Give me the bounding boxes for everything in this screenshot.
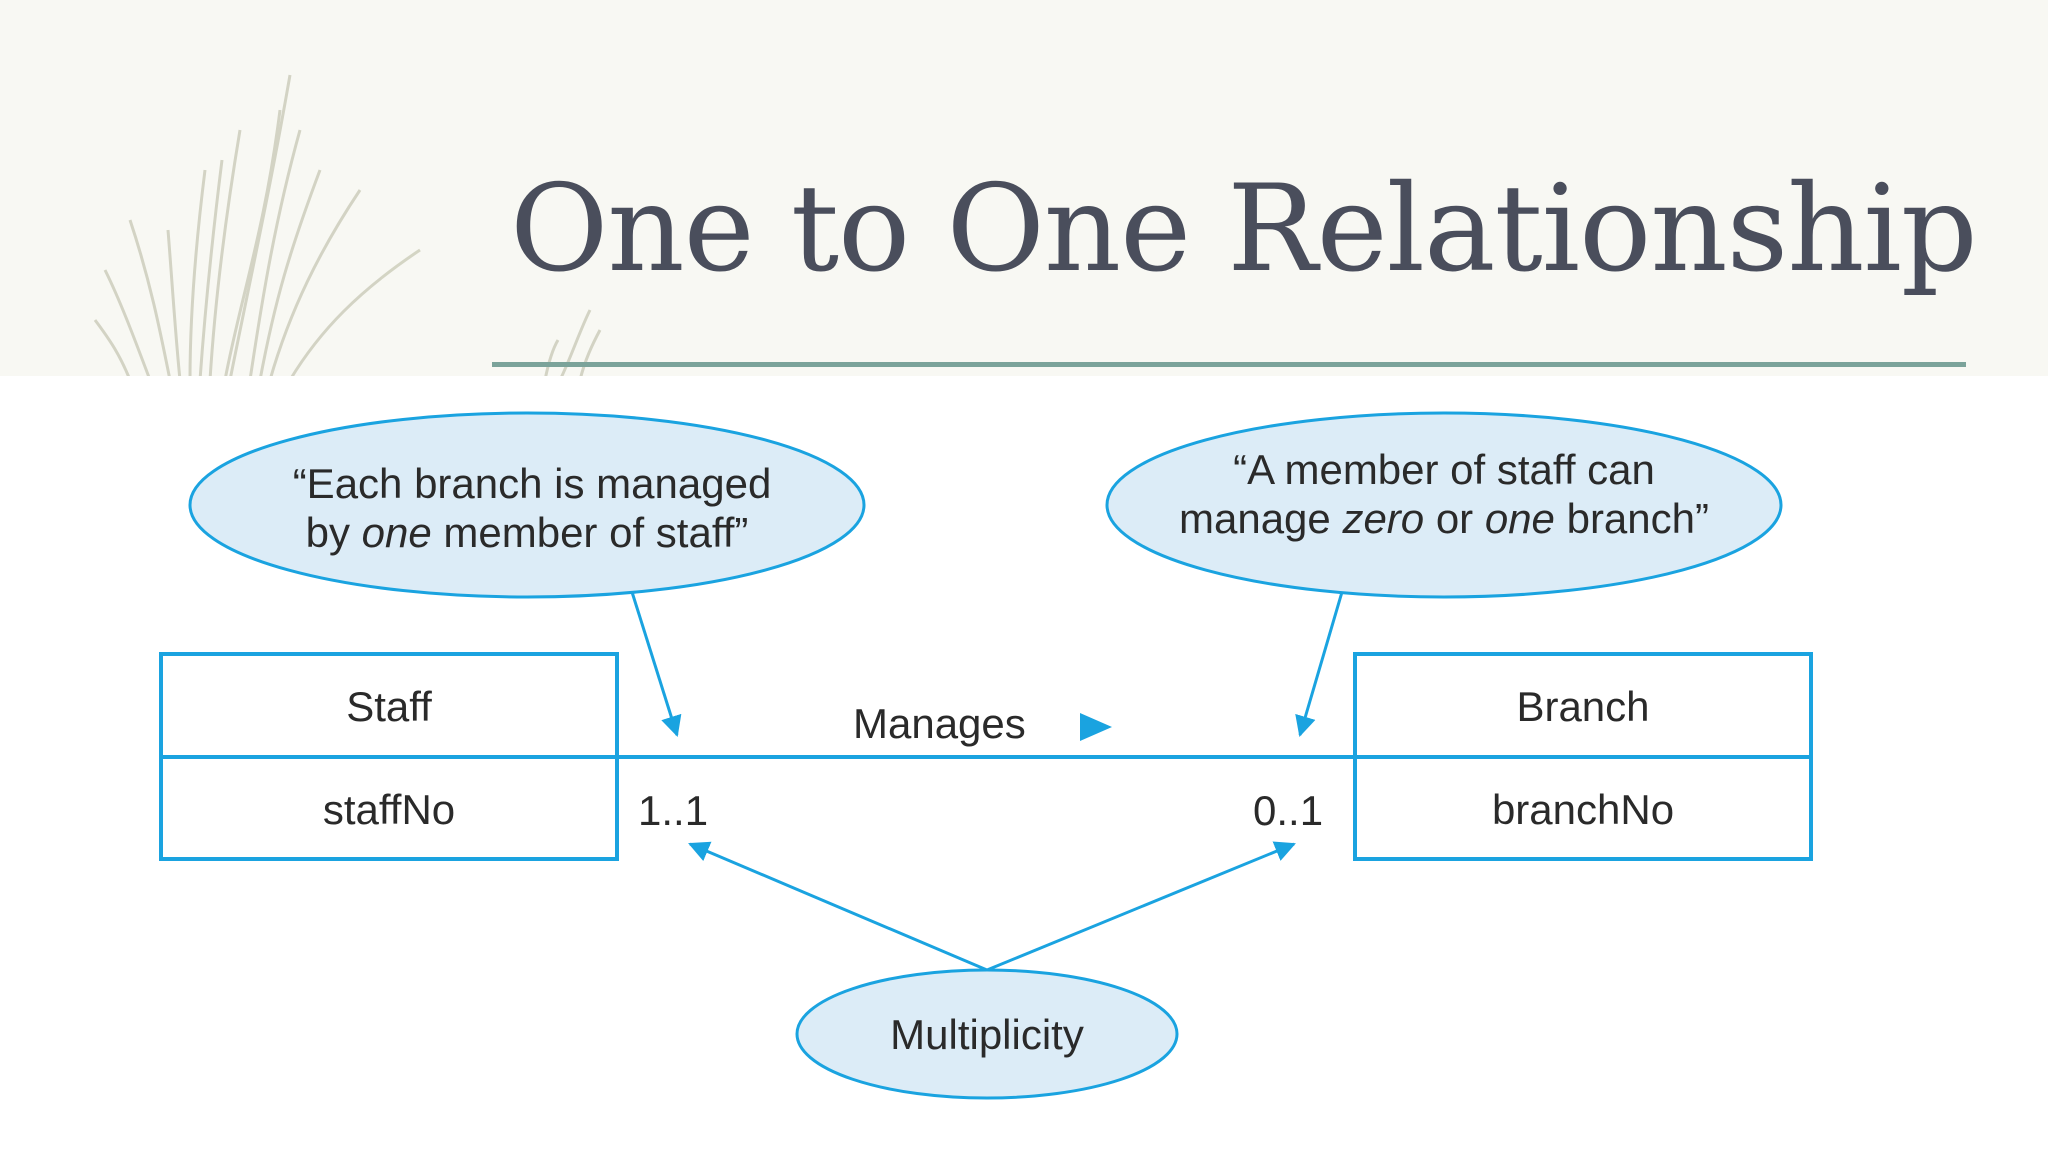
callout-bottom-bubble [795, 968, 1179, 1100]
callout-right-bubble [1105, 411, 1783, 599]
callout-left-arrow [630, 591, 682, 738]
relationship-label: Manages [853, 700, 1026, 747]
title-underline [492, 362, 1966, 367]
entity-staff-name: Staff [346, 683, 432, 730]
callout-left-line1: “Each branch is managed [293, 460, 772, 507]
multiplicity-arrow-right [986, 841, 1296, 972]
entity-branch-name: Branch [1516, 683, 1649, 730]
callout-left: “Each branch is managed by one member of… [188, 411, 866, 599]
entity-staff-attribute: staffNo [323, 786, 455, 833]
multiplicity-arrow-left [688, 841, 988, 972]
entity-branch: Branch branchNo [1353, 652, 1813, 861]
multiplicity-staff: 1..1 [638, 787, 708, 834]
callout-right-line1: “A member of staff can [1233, 446, 1655, 493]
entity-staff: Staff staffNo [159, 652, 619, 861]
callout-right: “A member of staff can manage zero or on… [1105, 411, 1783, 599]
callout-right-arrow [1295, 591, 1344, 738]
palm-leaf-decoration [93, 74, 602, 380]
multiplicity-branch: 0..1 [1253, 787, 1323, 834]
triangle-right-icon [1080, 713, 1112, 741]
entity-branch-attribute: branchNo [1492, 786, 1674, 833]
callout-bottom-label: Multiplicity [890, 1011, 1084, 1058]
callout-left-line2: by one member of staff” [306, 509, 749, 556]
callout-left-bubble [188, 411, 866, 599]
callout-right-line2: manage zero or one branch” [1179, 495, 1709, 542]
callout-bottom: Multiplicity [795, 968, 1179, 1100]
slide-title: One to One Relationship [510, 160, 1978, 299]
